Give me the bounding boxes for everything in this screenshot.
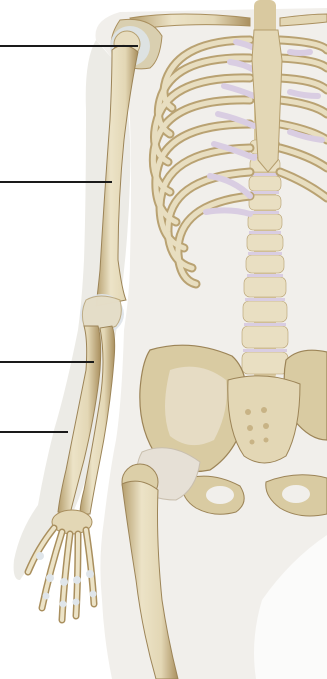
skeleton-figure	[0, 0, 327, 679]
